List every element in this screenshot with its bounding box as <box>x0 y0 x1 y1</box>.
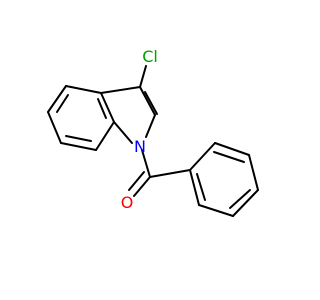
bond <box>189 169 200 206</box>
bond <box>139 86 156 116</box>
indole-pyrrole-ring <box>100 65 158 144</box>
double-bond-inner <box>56 94 69 113</box>
bond <box>100 86 141 94</box>
molecule-drawing: Cl N O <box>47 47 259 217</box>
double-bond-inner <box>65 135 92 142</box>
bond <box>65 85 102 94</box>
bond <box>248 154 259 191</box>
bond <box>214 142 250 156</box>
bond <box>113 121 133 144</box>
bond <box>198 204 234 217</box>
indole-benzene-ring <box>47 85 115 151</box>
bond <box>47 111 62 144</box>
chlorine-label: Cl <box>142 47 158 66</box>
bond <box>60 142 97 151</box>
bond <box>100 92 115 123</box>
bond <box>47 85 67 113</box>
double-bond-inner <box>196 173 206 201</box>
bond <box>149 169 191 178</box>
carbonyl-group <box>128 171 151 197</box>
bond <box>133 176 151 197</box>
phenyl-ring <box>189 142 259 217</box>
bond <box>189 142 216 171</box>
double-bond-inner <box>213 151 245 163</box>
nitrogen-label: N <box>134 137 146 156</box>
bond <box>141 149 151 178</box>
structure-canvas: Cl N O <box>47 47 259 217</box>
double-bond-inner <box>144 91 158 115</box>
bond <box>95 121 115 151</box>
double-bond-inner <box>229 189 251 209</box>
double-bond-inner <box>128 171 145 191</box>
double-bond-inner <box>97 98 107 119</box>
bond <box>139 65 147 88</box>
bond <box>232 189 259 217</box>
oxygen-label: O <box>121 193 134 212</box>
bond <box>145 114 156 138</box>
